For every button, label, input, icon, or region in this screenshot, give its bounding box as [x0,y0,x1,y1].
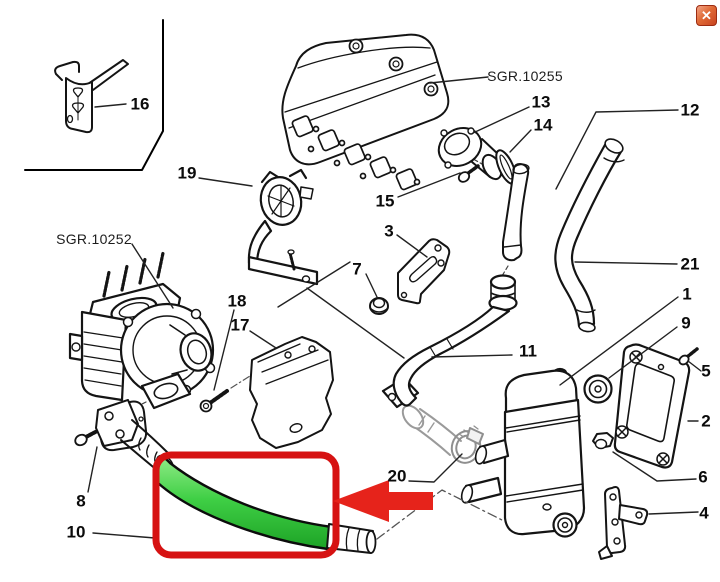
part-10-green-hose [153,457,377,554]
part-11-pipe [381,274,518,409]
part-3-bracket [397,238,451,305]
part-17-shield [249,336,334,449]
part-19-bracket [247,168,319,286]
part-7-nut [369,297,389,315]
part-16-bracket [54,59,129,134]
part-18-screw [199,389,229,413]
part-5-screw [678,347,699,366]
highlight-arrow [333,480,433,522]
leader-lines [87,76,702,539]
turbocharger [68,251,216,410]
part-21-hose [554,138,625,333]
part-15-bolt [457,164,480,183]
part-1-cooler [460,367,586,536]
part-4-bracket [598,486,649,560]
part-9-grommets [552,374,613,538]
section-border [24,19,164,171]
close-button[interactable]: ✕ [696,5,717,26]
part-2-plate [613,343,691,469]
highlight-box [152,451,340,559]
intake-manifold [281,33,450,191]
part-12-hose [501,163,530,277]
assembly-axis-dashdot [376,489,505,540]
part-13-throttle-body [437,127,503,181]
part-20-hose-clamp [450,425,484,464]
background-hose-stub [401,404,462,456]
part-6-nut [592,432,614,450]
